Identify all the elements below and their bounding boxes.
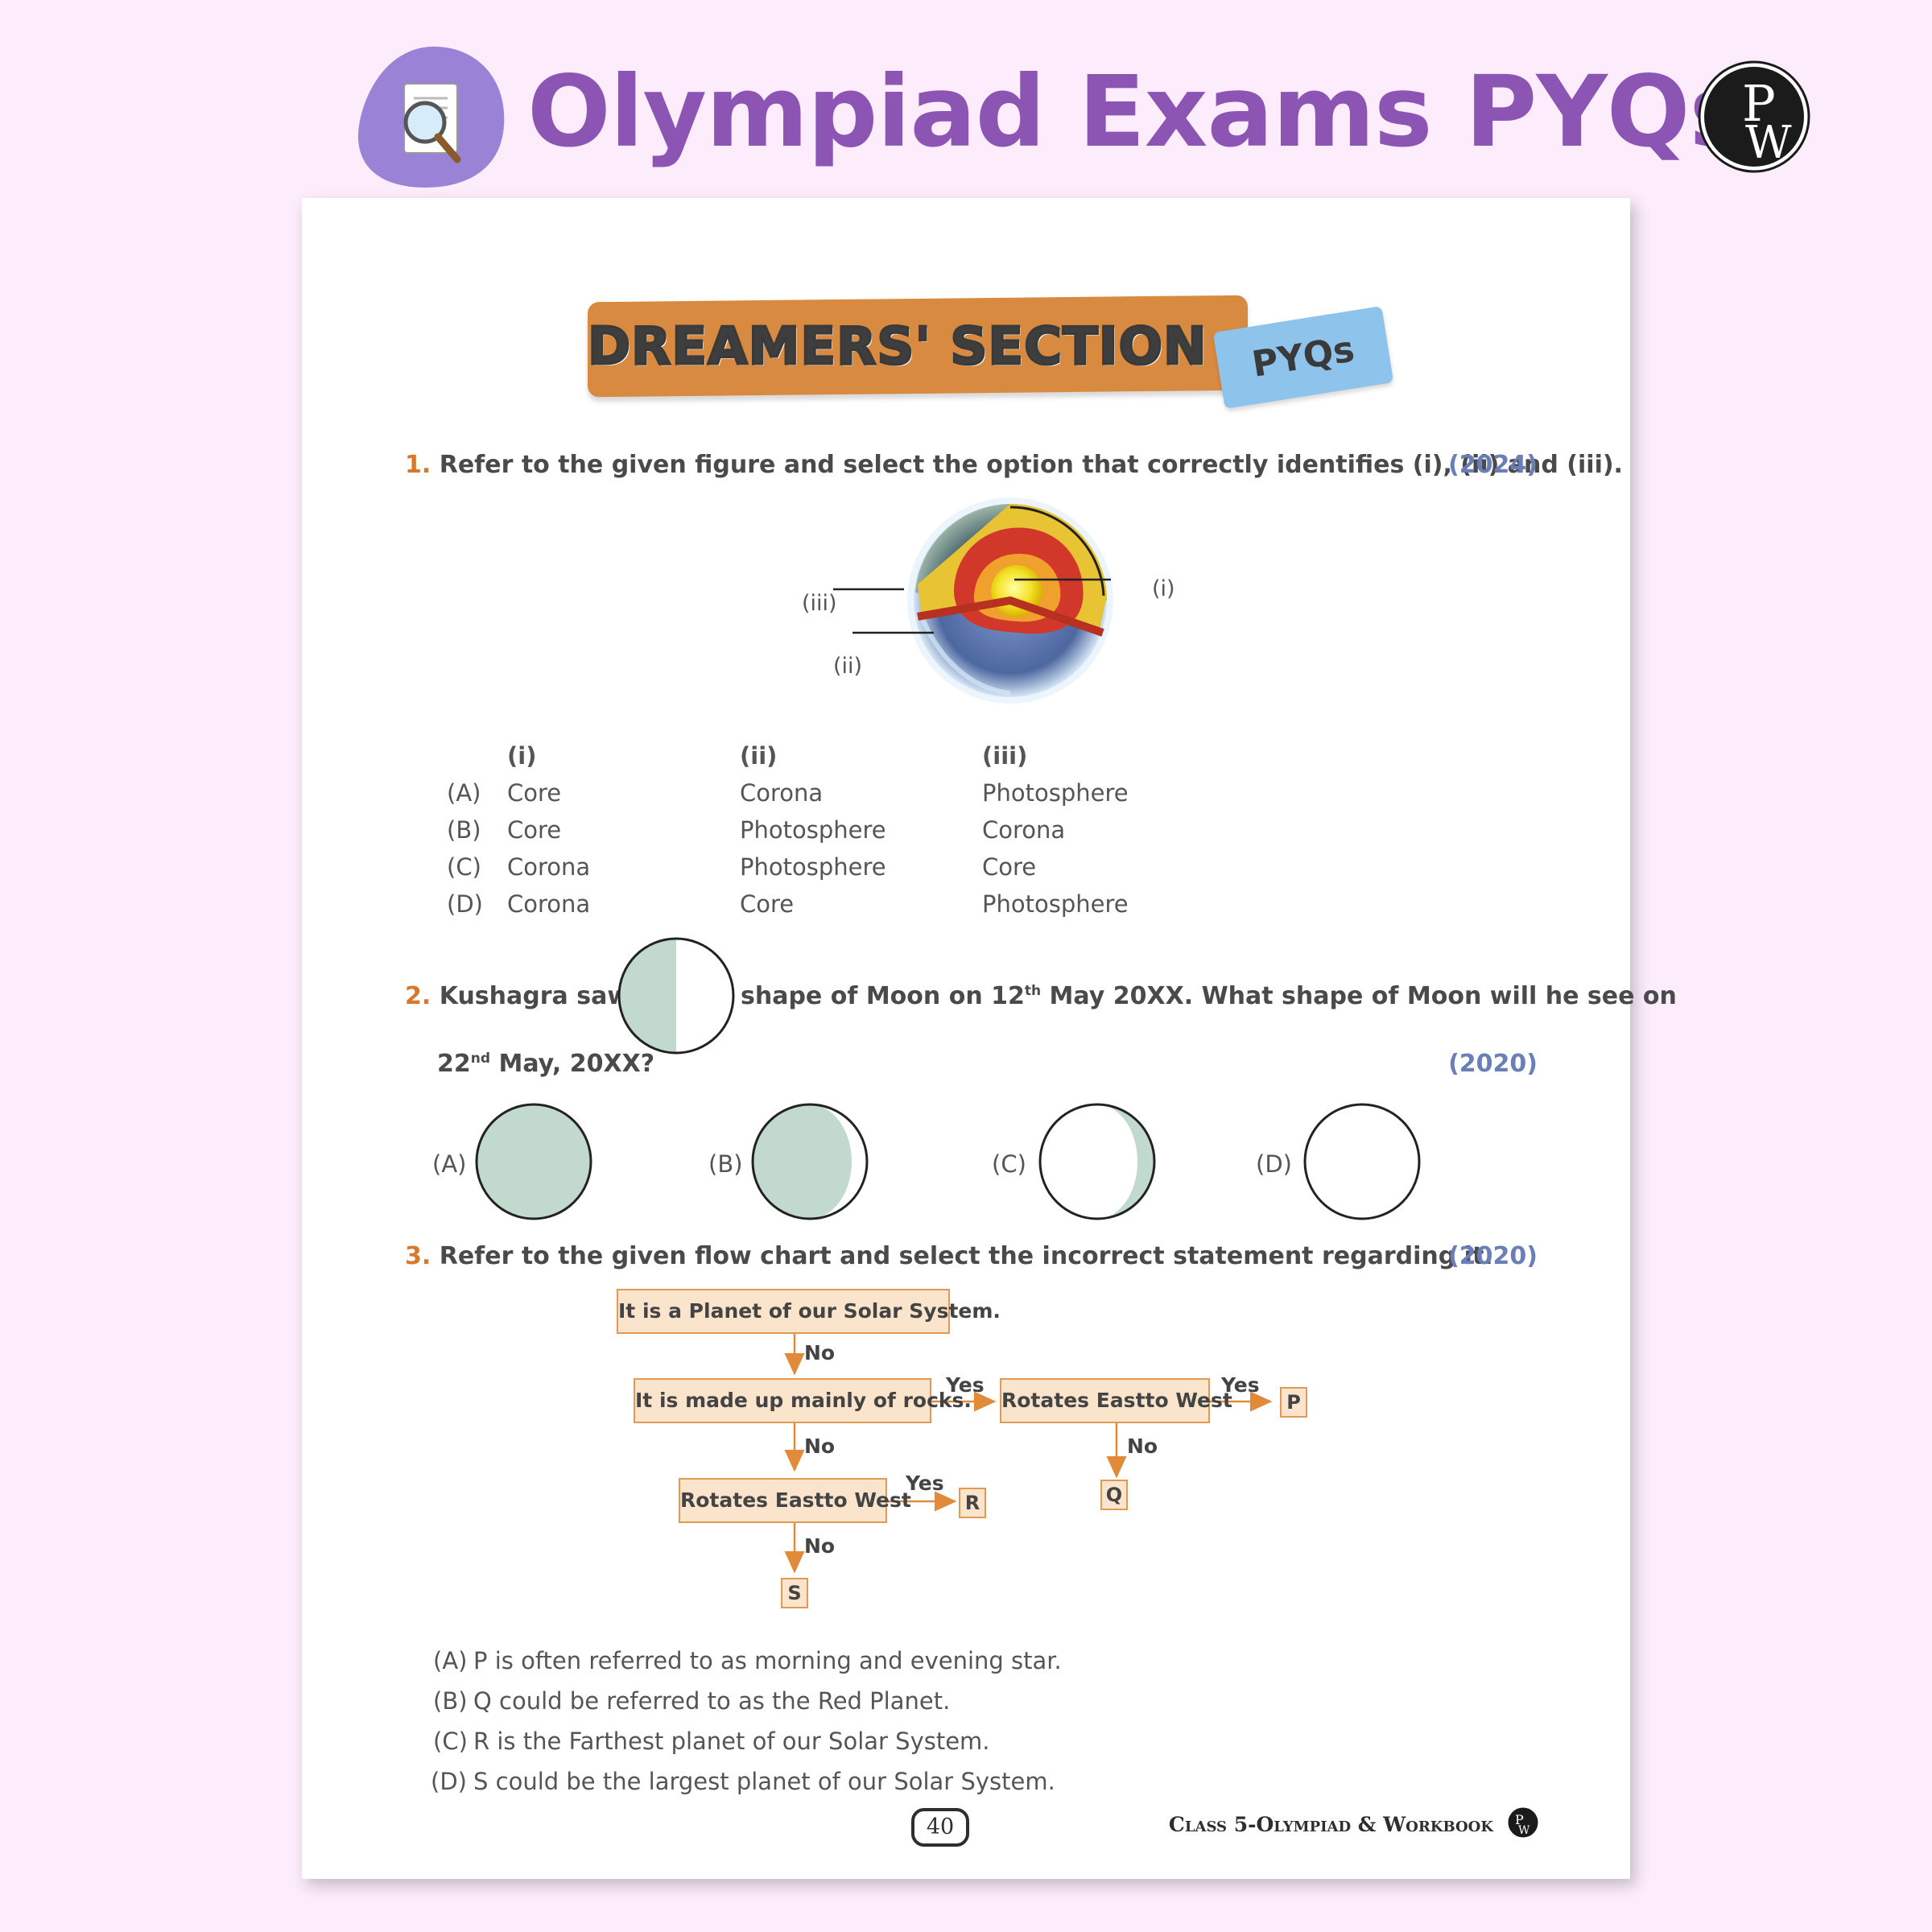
svg-text:W: W <box>1745 117 1792 169</box>
q3-option-d-label[interactable]: (D) <box>431 1768 467 1795</box>
top-header: Olympiad Exams PYQs P W <box>0 0 1932 193</box>
figure-pointer-lines <box>833 578 1111 634</box>
moon-crescent-icon[interactable] <box>1037 1101 1158 1222</box>
question-3-year: (2020) <box>1448 1242 1538 1270</box>
q2-option-b-label[interactable]: (B) <box>708 1150 743 1178</box>
question-2-date-num: 22 <box>437 1050 471 1078</box>
flowchart-box-planet: It is a Planet of our Solar System. <box>617 1289 1001 1334</box>
q3-option-a-text: P is often referred to as morning and ev… <box>473 1647 1062 1674</box>
svg-text:P: P <box>1515 1812 1524 1827</box>
q1-option-c-label[interactable]: (C) <box>447 853 481 881</box>
site-title: Olympiad Exams PYQs <box>527 55 1748 169</box>
flowchart-box-r: R <box>959 1488 986 1518</box>
question-2-date-rest: May, 20XX? <box>490 1050 655 1078</box>
flowchart-connectors <box>784 1333 1273 1574</box>
page-number: 40 <box>911 1808 969 1847</box>
column-header-iii: (iii) <box>982 742 1028 770</box>
question-3-stem: Refer to the given flow chart and select… <box>439 1242 1493 1270</box>
question-1-text: 1. Refer to the given figure and select … <box>405 451 1623 479</box>
q1-option-d-ii: Core <box>740 890 795 918</box>
flowchart-label-yes-2: Yes <box>1221 1373 1260 1397</box>
flowchart-label-yes-1: Yes <box>946 1373 985 1397</box>
question-2-number: 2. <box>405 982 431 1010</box>
question-2-sup-th: th <box>1024 983 1042 999</box>
q1-option-d-label[interactable]: (D) <box>447 890 483 918</box>
flowchart-label-yes-3: Yes <box>906 1472 944 1495</box>
figure-label-iii: (iii) <box>802 591 837 616</box>
question-2-line2: 22nd May, 20XX? <box>437 1050 654 1078</box>
svg-text:P: P <box>1742 74 1776 133</box>
question-1-stem: Refer to the given figure and select the… <box>439 451 1623 479</box>
flowchart-label-no-2: No <box>804 1435 836 1458</box>
q3-option-c-label[interactable]: (C) <box>433 1728 468 1755</box>
question-2-text-after-1: shape of Moon on 12 <box>741 982 1025 1010</box>
q1-option-b-ii: Photosphere <box>740 816 886 844</box>
q2-option-d-label[interactable]: (D) <box>1256 1150 1292 1178</box>
sun-layers-figure <box>907 497 1113 704</box>
question-2-text-before: Kushagra saw <box>439 982 630 1010</box>
q1-option-c-ii: Photosphere <box>740 853 886 881</box>
flowchart-label-no-3: No <box>1127 1435 1158 1458</box>
question-2-year: (2020) <box>1448 1050 1538 1078</box>
q1-option-a-i: Core <box>507 779 562 807</box>
q3-option-c-text: R is the Farthest planet of our Solar Sy… <box>473 1728 990 1755</box>
q1-option-b-i: Core <box>507 816 562 844</box>
q3-option-b-text: Q could be referred to as the Red Planet… <box>473 1687 951 1715</box>
q1-option-b-iii: Corona <box>982 816 1066 844</box>
moon-first-quarter-icon <box>617 937 735 1055</box>
worksheet-page: DREAMERS' SECTION PYQs 1. Refer to the g… <box>302 198 1677 1879</box>
svg-text:W: W <box>1518 1824 1530 1837</box>
flowchart-box-s: S <box>781 1578 808 1608</box>
q2-option-a-label[interactable]: (A) <box>432 1150 467 1178</box>
q3-option-d-text: S could be the largest planet of our Sol… <box>473 1768 1055 1795</box>
moon-full-icon[interactable] <box>473 1101 594 1222</box>
question-1-year: (2024) <box>1448 451 1538 479</box>
question-2-line1-end: shape of Moon on 12th May 20XX. What sha… <box>741 982 1677 1010</box>
flowchart-label-no-4: No <box>804 1534 836 1558</box>
moon-new-icon[interactable] <box>1302 1101 1422 1222</box>
question-3-text: 3. Refer to the given flow chart and sel… <box>405 1242 1493 1270</box>
q2-option-c-label[interactable]: (C) <box>992 1150 1026 1178</box>
flowchart-box-rotates-1: Rotates Eastto West <box>1000 1378 1232 1423</box>
flowchart-box-q: Q <box>1100 1480 1128 1510</box>
figure-label-ii: (ii) <box>833 654 863 679</box>
q1-option-d-iii: Photosphere <box>982 890 1129 918</box>
column-header-i: (i) <box>507 742 537 770</box>
moon-waning-gibbous-icon[interactable] <box>749 1101 870 1222</box>
flowchart-label-no-1: No <box>804 1341 836 1364</box>
q1-option-c-iii: Core <box>982 853 1037 881</box>
section-banner: DREAMERS' SECTION <box>587 295 1248 398</box>
pw-small-logo: P W <box>1508 1807 1538 1838</box>
column-header-ii: (ii) <box>740 742 778 770</box>
question-1-number: 1. <box>405 451 431 479</box>
flowchart-box-rocks: It is made up mainly of rocks. <box>634 1378 972 1423</box>
q1-option-c-i: Corona <box>507 853 591 881</box>
q1-option-d-i: Corona <box>507 890 591 918</box>
q1-option-a-label[interactable]: (A) <box>447 779 481 807</box>
question-2-line1-start: 2. Kushagra saw <box>405 982 630 1010</box>
question-2-sup-nd: nd <box>470 1051 491 1067</box>
q1-option-a-iii: Photosphere <box>982 779 1129 807</box>
figure-label-i: (i) <box>1152 576 1175 601</box>
q3-option-a-label[interactable]: (A) <box>433 1647 468 1674</box>
book-title: Class 5-Olympiad & Workbook <box>1168 1813 1493 1836</box>
q1-option-b-label[interactable]: (B) <box>447 816 481 844</box>
banner-title: DREAMERS' SECTION <box>587 316 1208 378</box>
flowchart-box-rotates-2: Rotates Eastto West <box>679 1478 911 1523</box>
question-3-number: 3. <box>405 1242 431 1270</box>
q3-option-b-label[interactable]: (B) <box>433 1687 468 1715</box>
pw-logo: P W <box>1698 60 1810 173</box>
question-2-text-after-2: May 20XX. What shape of Moon will he see… <box>1041 982 1677 1010</box>
document-search-icon <box>357 46 505 188</box>
q1-option-a-ii: Corona <box>740 779 824 807</box>
flowchart-box-p: P <box>1280 1387 1307 1418</box>
